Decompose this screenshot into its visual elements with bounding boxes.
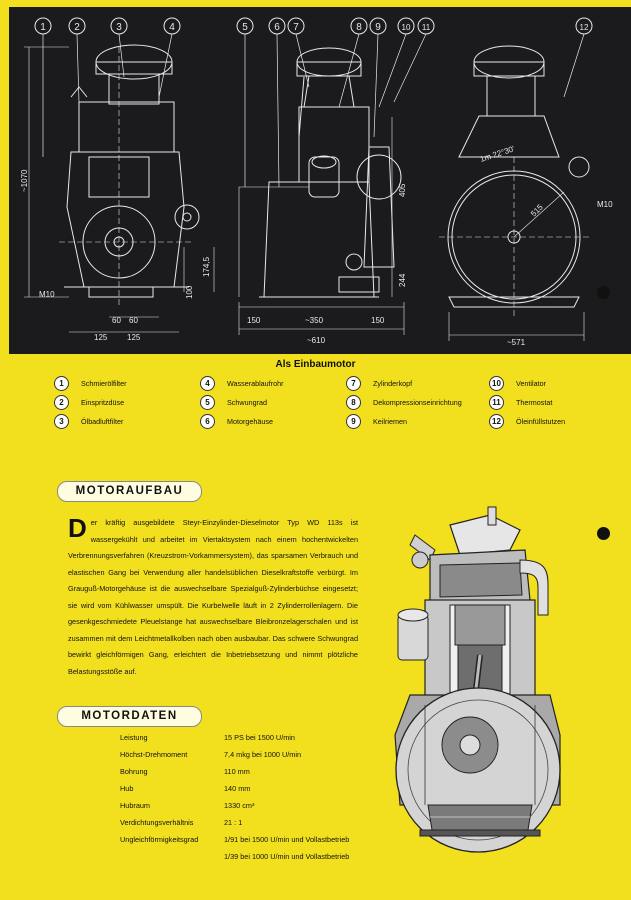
dim-60-a: 60 (112, 316, 121, 325)
callout-markers: 1 2 3 4 5 6 7 8 9 10 11 12 (34, 17, 593, 35)
callout-9: 9 (369, 17, 387, 35)
side-view-dimensions (238, 117, 405, 335)
binder-hole-top (597, 286, 610, 299)
dim-244: 244 (398, 273, 407, 287)
svg-text:10: 10 (402, 23, 411, 32)
dim-150-left: 150 (247, 316, 261, 325)
section-heading-motordaten: MOTORDATEN (57, 706, 202, 727)
dim-height-1070: ~1070 (20, 169, 29, 192)
rear-view-dimensions (448, 312, 585, 341)
callout-8: 8 (350, 17, 368, 35)
svg-text:9: 9 (375, 22, 381, 33)
svg-text:11: 11 (422, 23, 431, 32)
svg-text:1: 1 (40, 22, 46, 33)
callout-3: 3 (110, 17, 128, 35)
svg-text:3: 3 (116, 22, 122, 33)
dim-m10-right: M10 (597, 200, 613, 209)
dim-angle: 1m 22°30' (479, 144, 516, 164)
dim-174-5: 174,5 (202, 256, 211, 277)
technical-drawing-panel: 1 2 3 4 5 6 7 8 9 10 11 12 (9, 7, 631, 354)
rear-view (439, 45, 590, 317)
dim-150-right: 150 (371, 316, 385, 325)
callout-11: 11 (417, 17, 435, 35)
svg-text:8: 8 (356, 22, 362, 33)
dim-515: 515 (529, 202, 545, 218)
dim-405: 405 (398, 183, 407, 197)
dim-125-a: 125 (94, 333, 108, 342)
front-view-dimensions (24, 46, 215, 333)
side-view (259, 47, 402, 298)
svg-text:5: 5 (242, 22, 248, 33)
callout-5: 5 (236, 17, 254, 35)
callout-4: 4 (163, 17, 181, 35)
dim-100: 100 (185, 285, 194, 299)
svg-text:4: 4 (169, 22, 175, 33)
dim-610: ~610 (307, 336, 326, 345)
dim-m10-left: M10 (39, 290, 55, 299)
callout-1: 1 (34, 17, 52, 35)
leader-lines (42, 33, 585, 188)
dim-571: ~571 (507, 338, 526, 347)
svg-text:2: 2 (74, 22, 80, 33)
callout-6: 6 (268, 17, 286, 35)
engine-technical-drawing: 1 2 3 4 5 6 7 8 9 10 11 12 (20, 17, 613, 347)
binder-hole-bottom (597, 527, 610, 540)
svg-text:6: 6 (274, 22, 280, 33)
svg-text:12: 12 (580, 23, 589, 32)
callout-2: 2 (68, 17, 86, 35)
dim-60-b: 60 (129, 316, 138, 325)
legend-title: Als Einbaumotor (275, 359, 356, 370)
dropcap: D (68, 513, 87, 543)
svg-text:7: 7 (293, 22, 299, 33)
callout-12: 12 (575, 17, 593, 35)
front-view (59, 44, 200, 307)
section-heading-motoraufbau: MOTORAUFBAU (57, 481, 202, 502)
callout-7: 7 (287, 17, 305, 35)
dim-125-b: 125 (127, 333, 141, 342)
callout-10: 10 (397, 17, 415, 35)
engine-cutaway-illustration (394, 506, 561, 853)
dim-350: ~350 (305, 316, 324, 325)
